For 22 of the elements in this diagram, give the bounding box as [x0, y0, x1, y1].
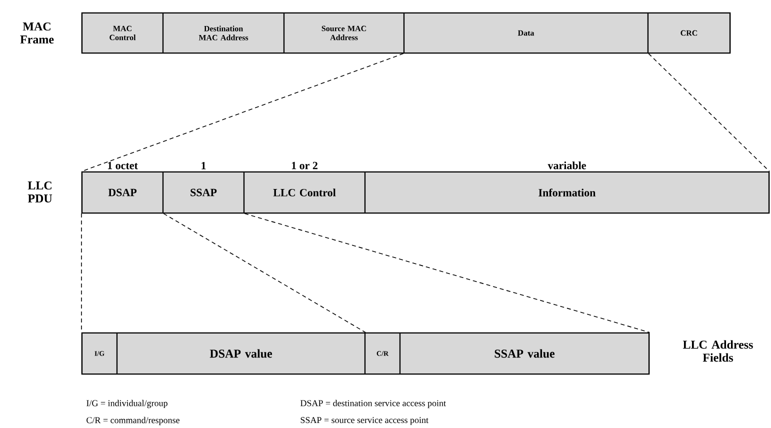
zoom-line: [81, 53, 404, 172]
node-label: LLC PDU: [28, 181, 52, 203]
field-cell: Destination MAC Address: [162, 12, 285, 54]
zoom-line: [163, 213, 366, 333]
field-cell: CRC: [647, 12, 731, 54]
size-label: 1 or 2: [292, 162, 318, 170]
node-label: LLC Address Fields: [682, 340, 753, 362]
legend-note: SSAP = source service access point: [300, 417, 428, 425]
zoom-line: [648, 53, 770, 172]
zoom-line: [244, 213, 650, 333]
field-cell: SSAP: [162, 171, 245, 214]
field-cell: DSAP: [81, 171, 164, 214]
size-label: 1: [202, 162, 206, 170]
node-label: MAC Frame: [20, 22, 54, 44]
legend-note: C/R = command/response: [86, 416, 180, 426]
legend-note: I/G = individual/group: [86, 400, 168, 408]
field-cell: Source MAC Address: [283, 12, 405, 54]
size-label: variable: [548, 162, 586, 170]
field-cell: LLC Control: [243, 171, 366, 214]
field-cell: MAC Control: [81, 12, 164, 54]
size-label: 1 octet: [108, 162, 138, 170]
legend-note: DSAP = destination service access point: [300, 400, 446, 408]
